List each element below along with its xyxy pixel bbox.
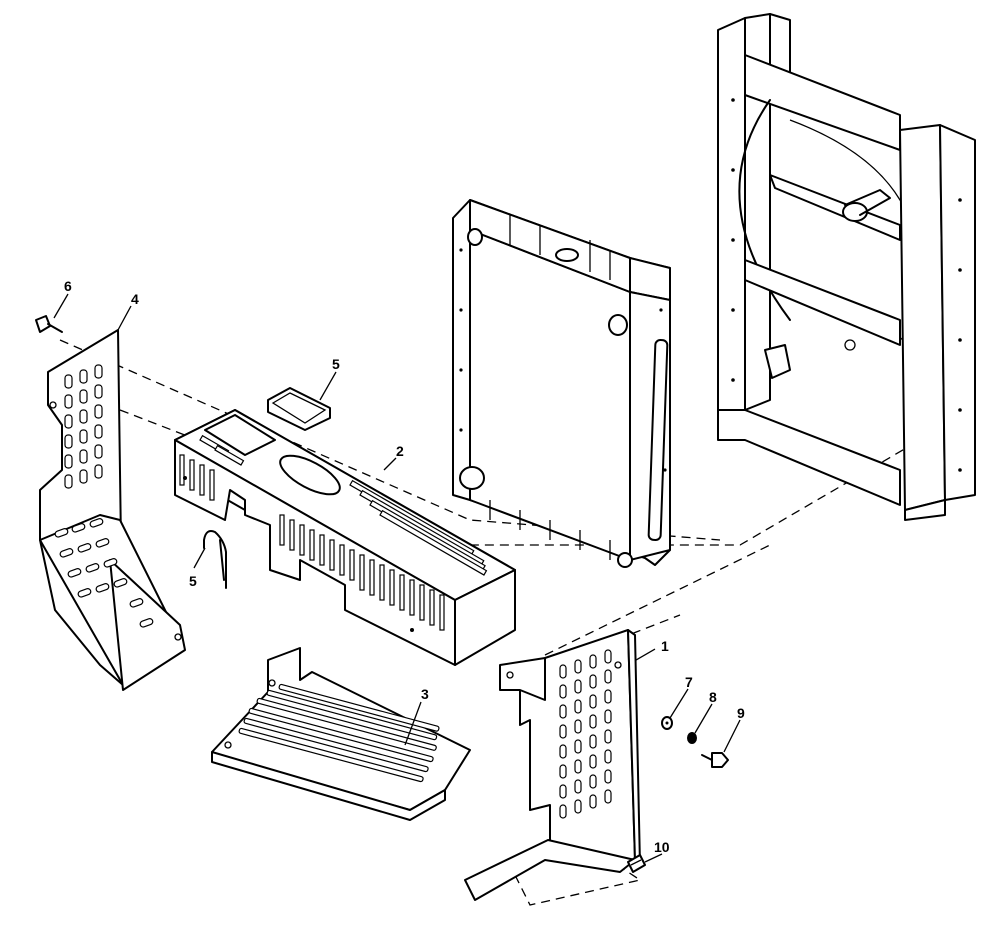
callout-8: 8 (709, 689, 717, 705)
washer-part-7 (661, 716, 673, 730)
bottom-guard-slots (238, 683, 440, 783)
bottom-guard-part-3 (211, 647, 471, 821)
callout-9: 9 (737, 705, 745, 721)
top-guard-slots (199, 434, 488, 576)
callout-3: 3 (421, 686, 429, 702)
callout-labels: 1 2 3 4 5 5 6 7 8 9 10 (53, 278, 745, 863)
top-guard-side-slots (179, 454, 445, 631)
left-side-guard-part-4 (39, 329, 186, 691)
top-guard-part-2 (174, 409, 516, 666)
seal-part-5-ring (267, 387, 331, 431)
radiator-frame-shroud (717, 13, 976, 521)
right-side-guard-part-1 (464, 629, 641, 901)
radiator-core (452, 199, 671, 568)
right-guard-slots (559, 649, 612, 819)
lock-washer-part-8 (687, 732, 697, 744)
left-guard-slots (54, 364, 154, 628)
callout-5-ring: 5 (332, 356, 340, 372)
callout-2: 2 (396, 443, 404, 459)
callout-6: 6 (64, 278, 72, 294)
callout-5-strip: 5 (189, 573, 197, 589)
seal-part-5-strip (203, 530, 227, 589)
callout-1: 1 (661, 638, 669, 654)
bolt-part-9 (701, 752, 729, 768)
callout-10: 10 (654, 839, 670, 855)
clip-part-10 (627, 854, 646, 873)
callout-4: 4 (131, 291, 139, 307)
bolt-part-6 (35, 315, 63, 333)
callout-7: 7 (685, 674, 693, 690)
